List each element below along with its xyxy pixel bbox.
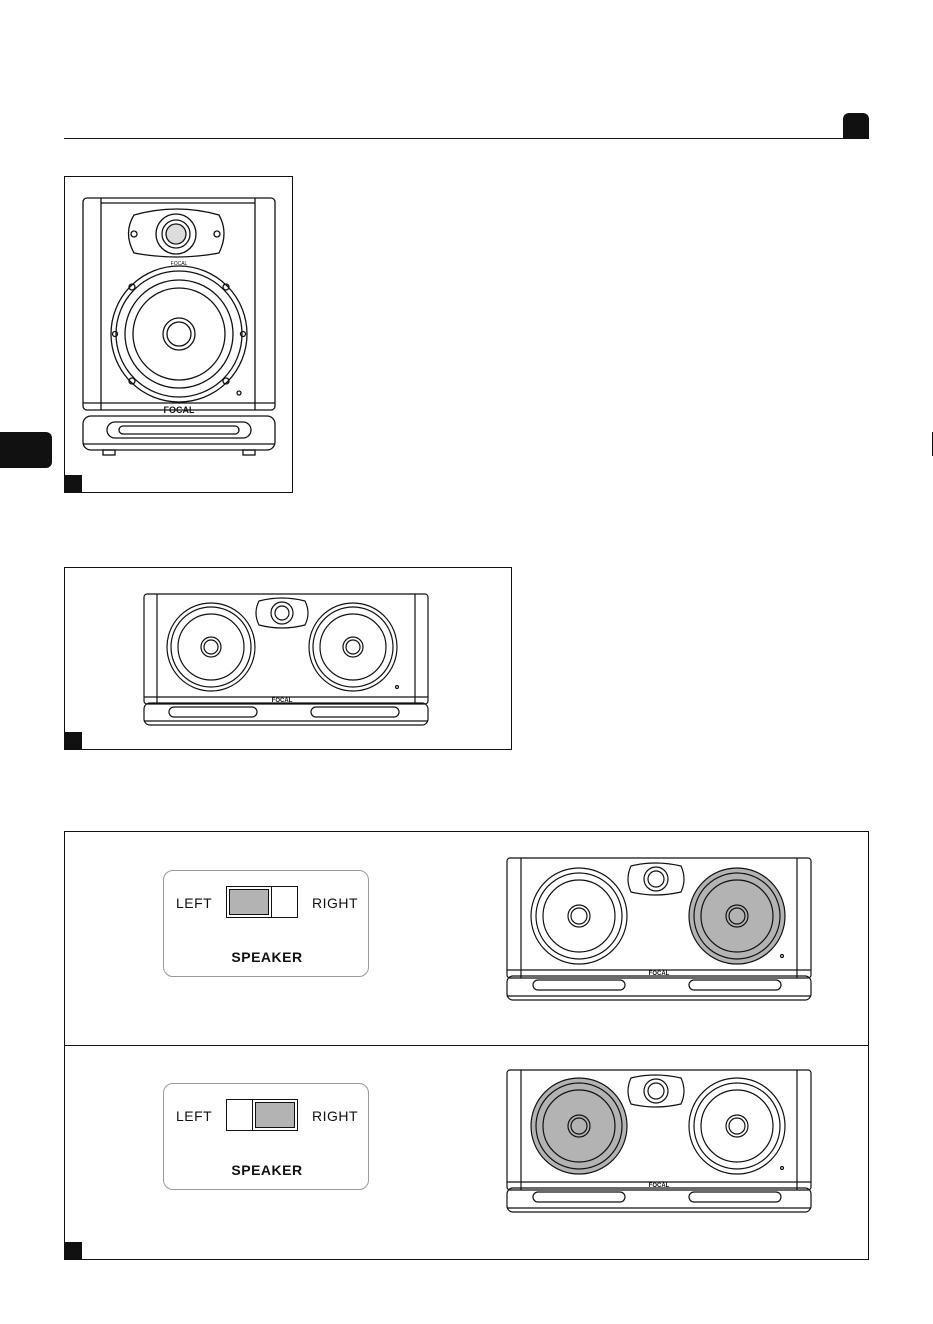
switch-thumb [229,889,269,915]
brand-logo: FOCAL [164,405,195,415]
brand-logo: FOCAL [649,1183,670,1189]
switch-toggle[interactable] [226,1099,298,1131]
speaker-switch-right: LEFT RIGHT SPEAKER [163,1083,369,1190]
section-tab [0,432,52,468]
driver-badge: FOCAL [171,261,188,267]
switch-left-label: LEFT [176,1108,212,1124]
brand-logo: FOCAL [272,698,293,704]
panel-divider [64,1045,869,1046]
speaker-horizontal-drawing: FOCAL [141,591,431,731]
switch-toggle[interactable] [226,886,298,918]
figure-horizontal: FOCAL [64,567,512,750]
figure-vertical: FOCAL FOCAL [64,176,293,493]
page-tab [843,113,869,139]
header-rule [64,138,869,139]
switch-divider [252,1100,253,1130]
figure-marker [65,732,82,749]
switch-title: SPEAKER [164,949,370,965]
speaker-switch-left: LEFT RIGHT SPEAKER [163,870,369,977]
switch-divider [271,887,272,917]
speaker-vertical-drawing: FOCAL FOCAL [79,195,279,467]
speaker-panel2-drawing: FOCAL [505,1068,813,1220]
figure-marker [65,1242,82,1259]
switch-right-label: RIGHT [312,1108,358,1124]
switch-thumb [255,1102,295,1128]
switch-right-label: RIGHT [312,895,358,911]
brand-logo: FOCAL [649,971,670,977]
figure-marker [65,475,82,492]
switch-title: SPEAKER [164,1162,370,1178]
switch-left-label: LEFT [176,895,212,911]
speaker-panel1-drawing: FOCAL [505,856,813,1008]
